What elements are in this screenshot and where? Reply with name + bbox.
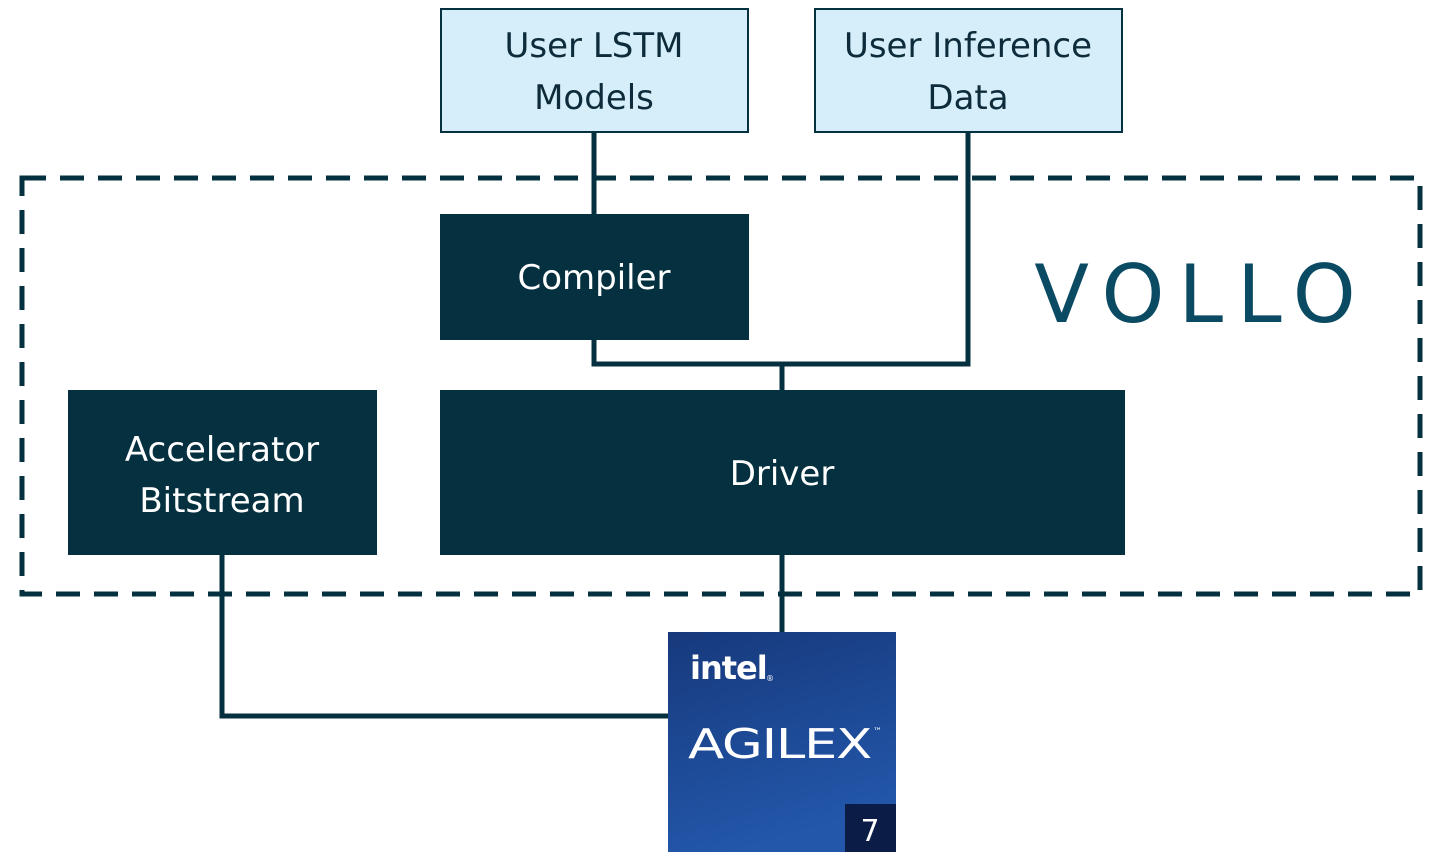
accelerator-bitstream-line1: Accelerator (125, 430, 319, 470)
bitstream-to-chip-connector (219, 555, 668, 719)
agilex-trademark: ™ (873, 727, 882, 737)
series-number: 7 (860, 814, 879, 849)
intel-wordmark: intel (690, 649, 767, 687)
inference-data-to-driver-connector (782, 133, 971, 367)
user-inference-data-line1: User Inference (844, 26, 1092, 66)
user-inference-data-box: User Inference Data (814, 8, 1123, 133)
user-lstm-models-line2: Models (534, 78, 654, 118)
vollo-group-boundary (19, 175, 1423, 597)
intel-agilex-7-logo: intel ® AGILEX ™ 7 (668, 632, 896, 852)
user-lstm-models-line1: User LSTM (505, 26, 684, 66)
user-lstm-models-box: User LSTM Models (440, 8, 749, 133)
agilex-wordmark: AGILEX (688, 720, 871, 768)
accelerator-bitstream-line2: Bitstream (139, 481, 304, 521)
driver-label: Driver (730, 454, 835, 494)
accelerator-bitstream-box: Accelerator Bitstream (68, 390, 377, 555)
driver-box: Driver (440, 390, 1125, 555)
user-inference-data-line2: Data (927, 78, 1008, 118)
compiler-to-driver-connector (591, 340, 785, 390)
compiler-label: Compiler (517, 258, 670, 298)
intel-registered-mark: ® (766, 674, 774, 683)
vollo-logo: VOLLO (1034, 248, 1370, 341)
compiler-box: Compiler (440, 214, 749, 340)
series-badge (845, 804, 896, 852)
connectors (219, 133, 971, 719)
